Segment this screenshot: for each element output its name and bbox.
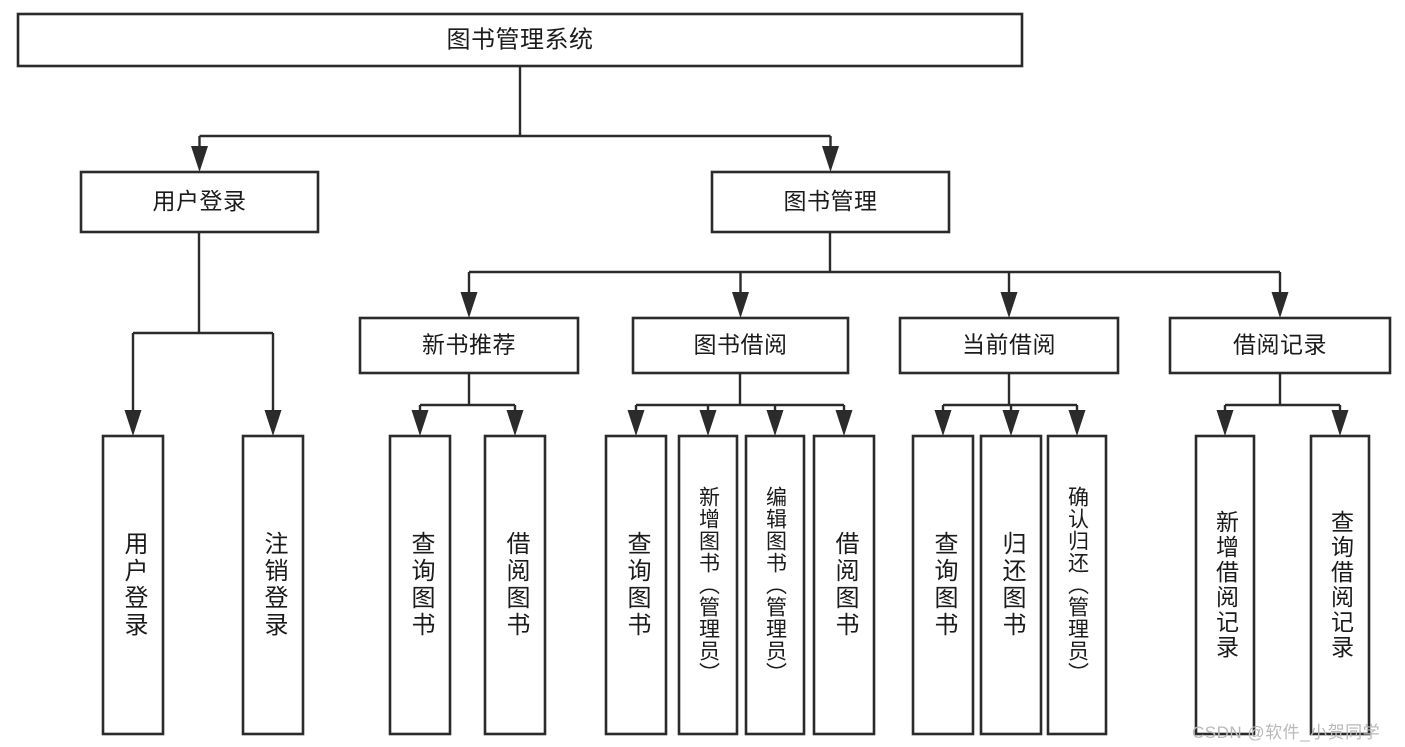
arrow-head-icon <box>1000 292 1018 318</box>
node-box[interactable] <box>677 434 739 736</box>
node-label: 借阅记录 <box>1233 332 1327 358</box>
arrow-head-icon <box>766 410 784 436</box>
node-leaf-query-book-3[interactable] <box>911 434 975 736</box>
nodes-layer <box>16 12 1392 736</box>
node-box[interactable] <box>483 434 547 736</box>
node-new-book-recommend[interactable] <box>358 316 580 375</box>
node-label: 新书推荐 <box>422 332 516 358</box>
arrow-head-icon <box>1068 410 1086 436</box>
connector-edge-borrowrecord-split <box>1216 373 1349 436</box>
connector-edge-userlogin-split <box>124 232 282 436</box>
connector-edge-root-split <box>191 66 839 172</box>
node-leaf-query-borrow-record[interactable] <box>1309 434 1371 736</box>
csdn-watermark: CSDN @软件_小贺同学 <box>1192 723 1381 742</box>
arrow-head-icon <box>1331 410 1349 436</box>
node-leaf-query-book-2[interactable] <box>604 434 668 736</box>
arrow-head-icon <box>934 410 952 436</box>
node-current-borrow[interactable] <box>898 316 1120 375</box>
arrow-head-icon <box>1002 410 1020 436</box>
node-book-manage[interactable] <box>710 170 951 234</box>
arrow-head-icon <box>732 292 749 318</box>
node-leaf-return-book[interactable] <box>979 434 1043 736</box>
arrow-head-icon <box>411 410 429 436</box>
node-user-login[interactable] <box>79 170 320 234</box>
node-box[interactable] <box>631 316 850 375</box>
node-leaf-user-login[interactable] <box>101 434 165 736</box>
connector-edge-newbook-split <box>411 373 524 436</box>
node-label: 用户登录 <box>153 188 247 214</box>
arrow-head-icon <box>124 410 142 436</box>
node-borrow-record[interactable] <box>1168 316 1392 375</box>
node-box[interactable] <box>358 316 580 375</box>
node-label: 当前借阅 <box>962 332 1056 358</box>
node-leaf-add-book-admin[interactable] <box>677 434 739 736</box>
node-box[interactable] <box>710 170 951 234</box>
node-leaf-borrow-book-1[interactable] <box>483 434 547 736</box>
node-box[interactable] <box>101 434 165 736</box>
arrow-head-icon <box>191 146 208 172</box>
node-box[interactable] <box>1309 434 1371 736</box>
connector-edge-bookborrow-split <box>627 373 853 436</box>
edges-layer <box>124 66 1349 436</box>
arrow-head-icon <box>822 146 839 172</box>
node-leaf-borrow-book-2[interactable] <box>812 434 876 736</box>
arrow-head-icon <box>460 292 478 318</box>
node-box[interactable] <box>16 12 1024 68</box>
arrow-head-icon <box>627 410 645 436</box>
node-box[interactable] <box>79 170 320 234</box>
node-box[interactable] <box>979 434 1043 736</box>
node-box[interactable] <box>241 434 305 736</box>
node-box[interactable] <box>1046 434 1108 736</box>
node-leaf-edit-book-admin[interactable] <box>744 434 806 736</box>
node-root[interactable] <box>16 12 1024 68</box>
node-leaf-logout-login[interactable] <box>241 434 305 736</box>
connector-edge-bookmanage-split <box>460 232 1289 318</box>
node-box[interactable] <box>604 434 668 736</box>
node-box[interactable] <box>1168 316 1392 375</box>
node-leaf-confirm-return-admin[interactable] <box>1046 434 1108 736</box>
node-label: 图书管理系统 <box>447 26 594 53</box>
node-label: 图书管理 <box>784 188 878 214</box>
node-box[interactable] <box>1194 434 1256 736</box>
node-box[interactable] <box>744 434 806 736</box>
arrow-head-icon <box>699 410 717 436</box>
node-label: 图书借阅 <box>694 332 788 358</box>
arrow-head-icon <box>1216 410 1234 436</box>
node-box[interactable] <box>812 434 876 736</box>
node-box[interactable] <box>388 434 452 736</box>
arrow-head-icon <box>1271 292 1289 318</box>
node-book-borrow[interactable] <box>631 316 850 375</box>
arrow-head-icon <box>835 410 853 436</box>
arrow-head-icon <box>506 410 524 436</box>
connector-edge-currentborrow-split <box>934 373 1086 436</box>
node-leaf-query-book-1[interactable] <box>388 434 452 736</box>
node-leaf-add-borrow-record[interactable] <box>1194 434 1256 736</box>
node-box[interactable] <box>898 316 1120 375</box>
arrow-head-icon <box>264 410 282 436</box>
node-box[interactable] <box>911 434 975 736</box>
